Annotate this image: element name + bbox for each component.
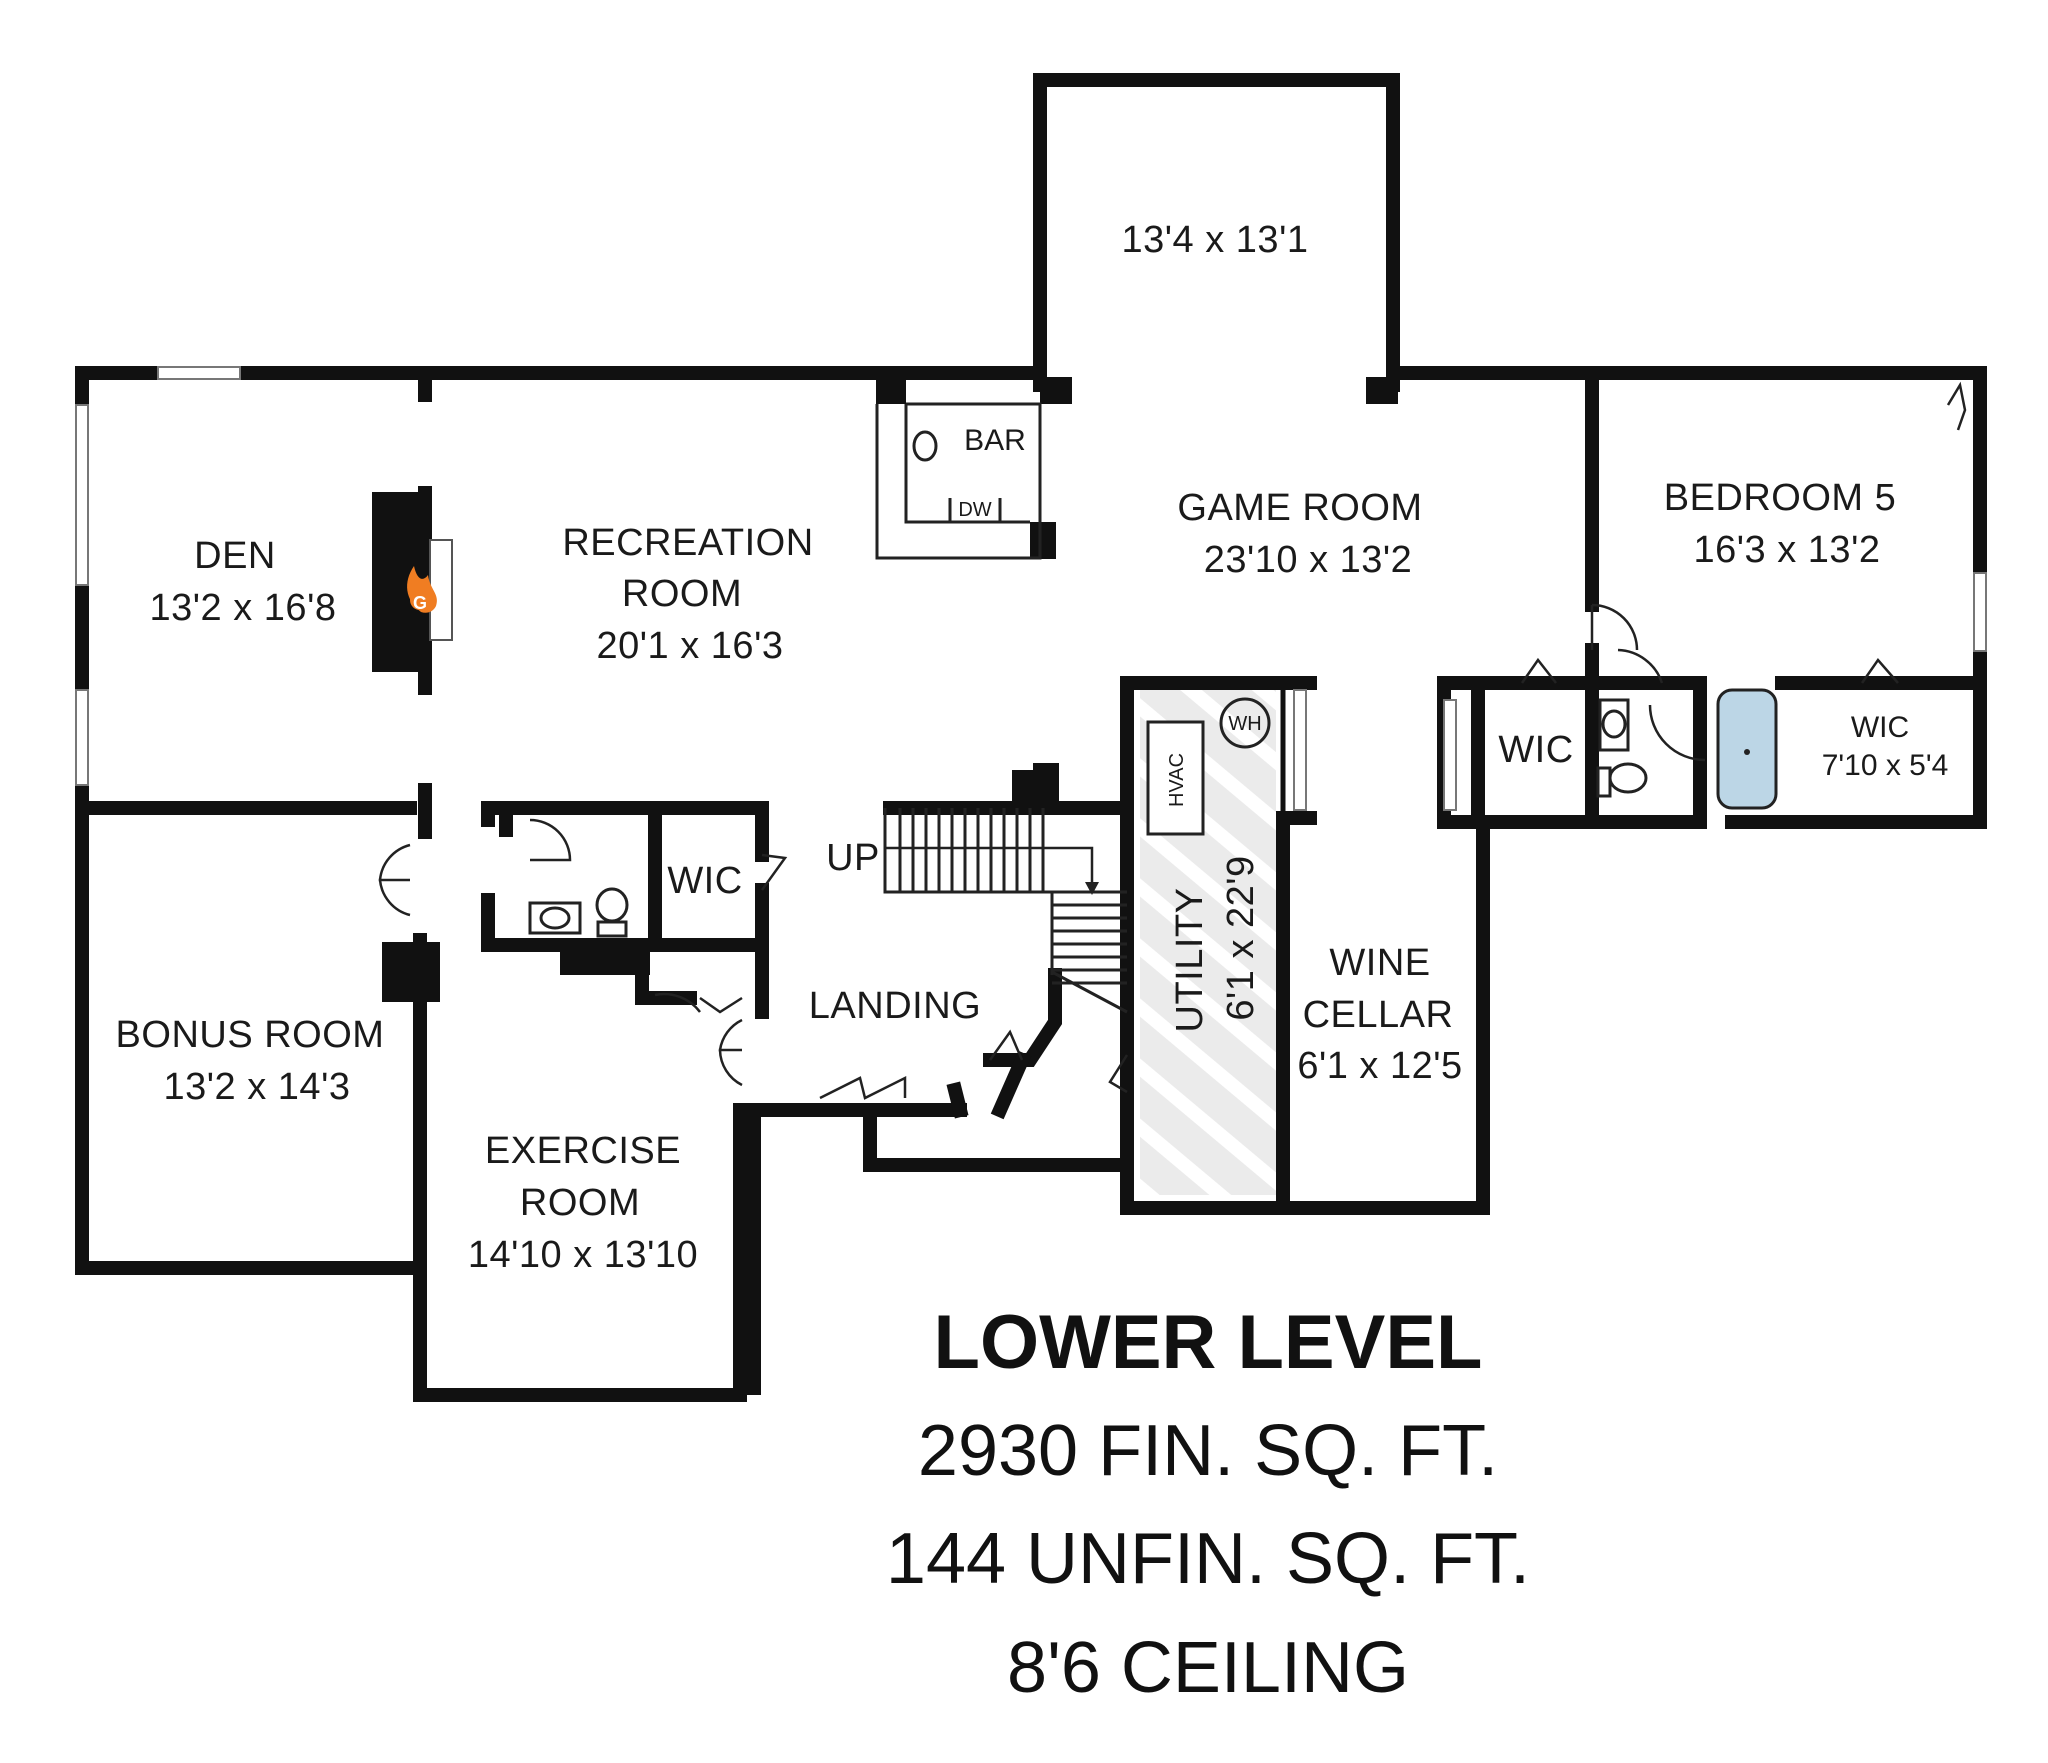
hvac-label: HVAC xyxy=(1166,753,1188,807)
exercise-label-1: EXERCISE xyxy=(485,1130,681,1172)
doors xyxy=(378,381,1967,1100)
recreation-label-2: ROOM xyxy=(622,573,742,615)
wic-hall-label: WIC xyxy=(667,860,742,902)
top-room-dims: 13'4 x 13'1 xyxy=(1122,219,1309,261)
powder-fixtures xyxy=(528,887,629,938)
bedroom5-label: BEDROOM 5 xyxy=(1664,477,1897,519)
wic-bed-dims: 7'10 x 5'4 xyxy=(1822,749,1949,782)
ceiling-height: 8'6 CEILING xyxy=(1007,1628,1409,1708)
finished-sqft: 2930 FIN. SQ. FT. xyxy=(918,1411,1498,1491)
wine-label-1: WINE xyxy=(1329,942,1430,984)
fireplace-gas-icon: G xyxy=(413,593,427,613)
wic-bed-label: WIC xyxy=(1851,711,1909,744)
bonus-dims: 13'2 x 14'3 xyxy=(164,1066,351,1108)
bath-fixtures xyxy=(1596,688,1778,810)
walls xyxy=(75,73,1987,1402)
room-labels: 13'4 x 13'1 BAR DW GAME ROOM 23'10 x 13'… xyxy=(116,219,1949,1276)
wine-label-2: CELLAR xyxy=(1303,994,1454,1036)
exercise-dims: 14'10 x 13'10 xyxy=(468,1234,698,1276)
exercise-label-2: ROOM xyxy=(520,1182,640,1224)
wall-blocks xyxy=(372,377,1398,1395)
utility-label: UTILITY xyxy=(1169,888,1211,1033)
wine-dims: 6'1 x 12'5 xyxy=(1297,1045,1462,1087)
wic-bath-label: WIC xyxy=(1498,729,1573,771)
wh-label: WH xyxy=(1228,713,1261,735)
den-dims: 13'2 x 16'8 xyxy=(150,587,337,629)
utility-dims: 6'1 x 22'9 xyxy=(1220,855,1262,1020)
up-label: UP xyxy=(826,837,880,879)
windows xyxy=(75,366,1987,811)
fireplace xyxy=(407,539,453,641)
den-label: DEN xyxy=(194,535,276,577)
level-title: LOWER LEVEL xyxy=(934,1300,1483,1385)
level-summary: LOWER LEVEL 2930 FIN. SQ. FT. 144 UNFIN.… xyxy=(886,1300,1530,1708)
recreation-dims: 20'1 x 16'3 xyxy=(597,625,784,667)
dw-label: DW xyxy=(958,499,991,521)
bar-counter xyxy=(875,402,1042,560)
bonus-label: BONUS ROOM xyxy=(116,1014,385,1056)
unfinished-sqft: 144 UNFIN. SQ. FT. xyxy=(886,1519,1530,1599)
landing-label: LANDING xyxy=(809,985,981,1027)
utility-fixtures xyxy=(1146,697,1271,836)
bedroom5-dims: 16'3 x 13'2 xyxy=(1694,529,1881,571)
game-room-label: GAME ROOM xyxy=(1177,487,1422,529)
recreation-label-1: RECREATION xyxy=(562,522,813,564)
stairs xyxy=(883,808,1128,1014)
bar-label: BAR xyxy=(964,424,1026,457)
game-room-dims: 23'10 x 13'2 xyxy=(1204,539,1413,581)
